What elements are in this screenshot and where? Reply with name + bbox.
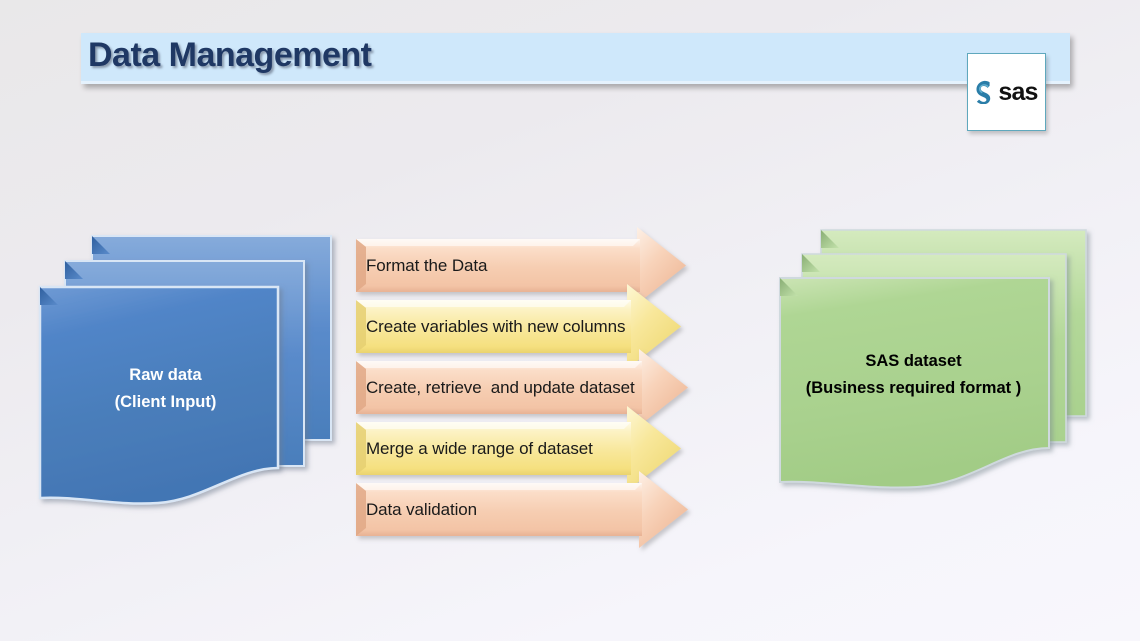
sas-dataset-stack xyxy=(777,224,1097,499)
sas-dataset-line1: SAS dataset xyxy=(865,352,962,370)
raw-data-line1: Raw data xyxy=(129,366,202,384)
sas-wordmark: sas xyxy=(998,77,1038,106)
raw-data-label: Raw data (Client Input) xyxy=(38,362,293,416)
sas-dataset-line2: (Business required format ) xyxy=(805,379,1022,398)
process-arrow-data-validation[interactable]: Data validation xyxy=(356,469,736,551)
raw-data-line2: (Client Input) xyxy=(114,393,217,412)
sas-logo-box: sas xyxy=(967,53,1046,131)
sas-swirl-icon xyxy=(976,80,991,104)
page-title: Data Management xyxy=(88,36,372,74)
stack-sheet-front xyxy=(38,285,280,505)
raw-data-stack xyxy=(38,228,338,513)
sas-dataset-label: SAS dataset (Business required format ) xyxy=(777,348,1050,402)
header-banner xyxy=(81,33,1070,84)
sas-logo: sas xyxy=(975,77,1038,106)
stack-sheet-front xyxy=(779,277,1050,489)
